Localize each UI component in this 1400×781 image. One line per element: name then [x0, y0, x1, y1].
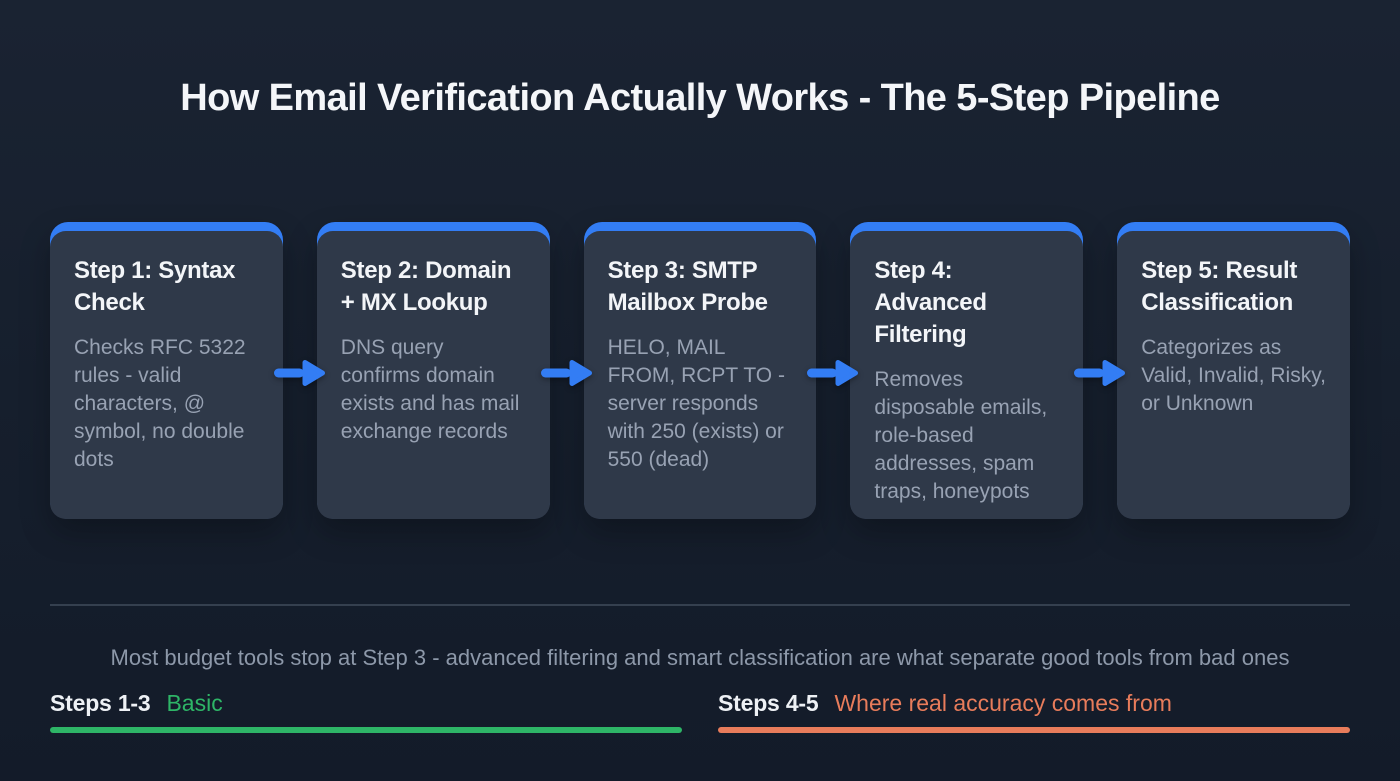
page-title: How Email Verification Actually Works - … [180, 77, 1220, 119]
arrow-cell-4 [1074, 222, 1126, 519]
legend-basic-line: Steps 1-3 Basic [50, 688, 682, 718]
legend-accuracy-bar [718, 727, 1350, 733]
legend-basic-tag: Basic [166, 690, 223, 716]
legend-basic-label: Steps 1-3 [50, 690, 151, 716]
step-card-4-inner: Step 4: Advanced Filtering Removes dispo… [850, 231, 1084, 519]
arrow-right-icon [1074, 359, 1126, 386]
step-1-description: Checks RFC 5322 rules - valid characters… [74, 336, 246, 471]
arrow-cell-2 [540, 222, 592, 519]
legend-basic: Steps 1-3 Basic [50, 688, 682, 733]
step-card-1: Step 1: Syntax Check Checks RFC 5322 rul… [50, 222, 283, 519]
legend-accuracy-line: Steps 4-5 Where real accuracy comes from [718, 688, 1350, 718]
step-2-description: DNS query confirms domain exists and has… [340, 336, 520, 443]
legend-accuracy-tag: Where real accuracy comes from [834, 690, 1172, 716]
step-card-2: Step 2: Domain + MX Lookup DNS query con… [316, 222, 550, 519]
arrow-cell-3 [807, 222, 859, 519]
arrow-right-icon [540, 359, 592, 386]
footer-note: Most budget tools stop at Step 3 - advan… [110, 645, 1290, 670]
step-5-description: Categorizes as Valid, Invalid, Risky, or… [1141, 336, 1326, 415]
step-card-5-inner: Step 5: Result Classification Categorize… [1117, 231, 1350, 519]
step-3-description: HELO, MAIL FROM, RCPT TO - server respon… [607, 336, 785, 471]
step-4-description: Removes disposable emails, role-based ad… [874, 368, 1048, 503]
arrow-cell-1 [273, 222, 325, 519]
legend-accuracy-label: Steps 4-5 [718, 690, 819, 716]
step-card-4: Step 4: Advanced Filtering Removes dispo… [850, 222, 1084, 519]
legend-row: Steps 1-3 Basic Steps 4-5 Where real accur… [50, 688, 1350, 733]
step-card-3-inner: Step 3: SMTP Mailbox Probe HELO, MAIL FR… [583, 231, 817, 519]
legend-accuracy: Steps 4-5 Where real accuracy comes from [718, 688, 1350, 733]
step-card-3: Step 3: SMTP Mailbox Probe HELO, MAIL FR… [583, 222, 817, 519]
step-card-2-inner: Step 2: Domain + MX Lookup DNS query con… [316, 231, 550, 519]
pipeline-row: Step 1: Syntax Check Checks RFC 5322 rul… [50, 222, 1350, 519]
step-3-heading: Step 3: SMTP Mailbox Probe [607, 257, 768, 316]
step-4-heading: Step 4: Advanced Filtering [874, 257, 987, 348]
step-2-heading: Step 2: Domain + MX Lookup [340, 257, 512, 316]
step-card-1-inner: Step 1: Syntax Check Checks RFC 5322 rul… [50, 231, 283, 519]
legend-basic-bar [50, 727, 682, 733]
divider [50, 604, 1350, 606]
arrow-right-icon [807, 359, 859, 386]
step-1-heading: Step 1: Syntax Check [74, 257, 236, 316]
arrow-right-icon [273, 359, 325, 386]
step-card-5: Step 5: Result Classification Categorize… [1117, 222, 1350, 519]
step-5-heading: Step 5: Result Classification [1141, 257, 1298, 316]
